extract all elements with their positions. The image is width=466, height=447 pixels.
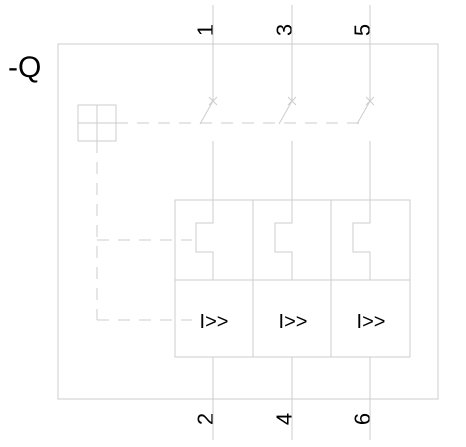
trip-label-pole-3: I>> xyxy=(357,311,386,333)
mechanical-linkage xyxy=(96,122,361,321)
manual-operator-icon xyxy=(77,104,117,142)
terminal-label-4: 4 xyxy=(272,413,297,425)
terminal-label-2: 2 xyxy=(193,413,218,425)
pole-3 xyxy=(352,5,375,440)
pole-2 xyxy=(274,5,297,440)
terminal-label-5: 5 xyxy=(350,24,375,36)
trip-label-pole-2: I>> xyxy=(279,311,308,333)
device-tag: -Q xyxy=(8,51,41,84)
pole-1 xyxy=(195,5,218,440)
device-frame xyxy=(57,43,439,400)
trip-label-pole-1: I>> xyxy=(200,311,229,333)
terminal-label-6: 6 xyxy=(350,413,375,425)
terminal-label-1: 1 xyxy=(193,24,218,36)
terminal-label-3: 3 xyxy=(272,24,297,36)
